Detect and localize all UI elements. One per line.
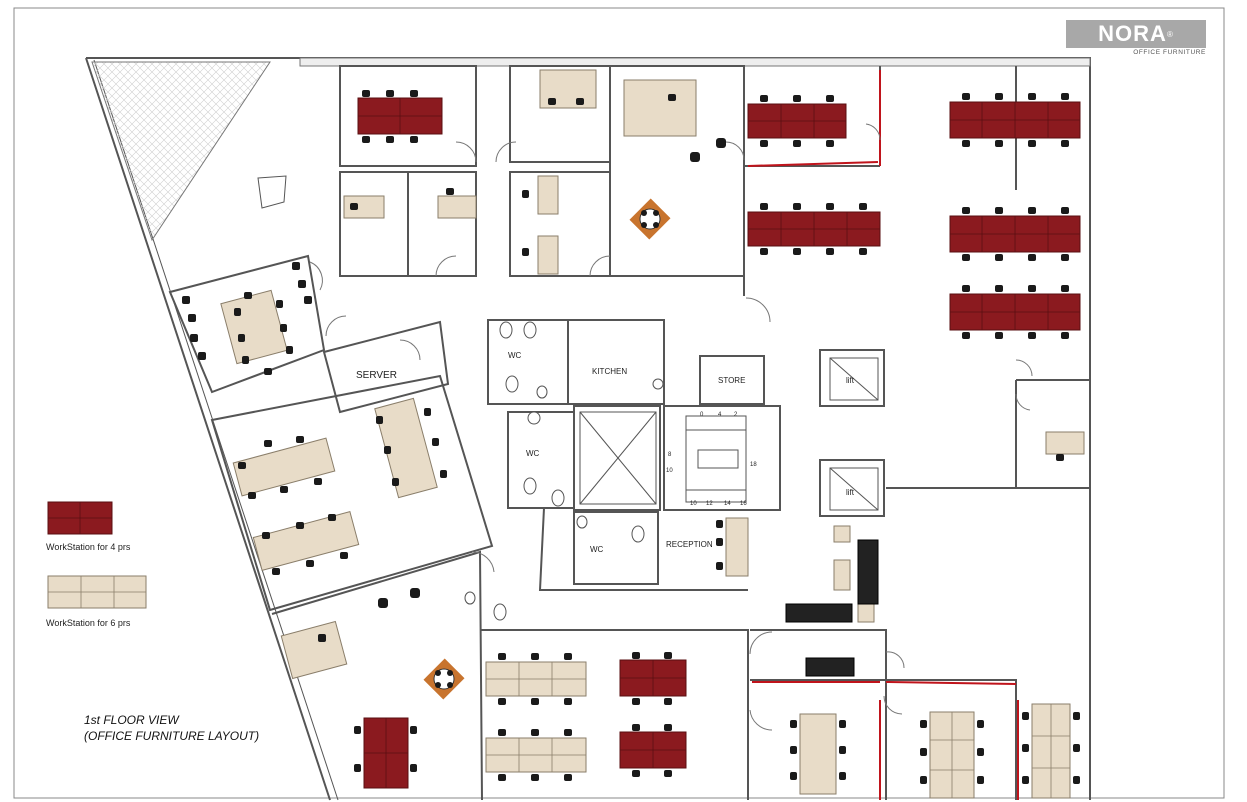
svg-text:WorkStation for 4 prs: WorkStation for 4 prs — [46, 542, 131, 552]
reception-label: RECEPTION — [666, 540, 713, 549]
wc-lower-label: WC — [590, 545, 604, 554]
svg-text:14: 14 — [724, 501, 731, 507]
lift-upper-label: lift — [846, 376, 855, 385]
svg-text:2: 2 — [734, 412, 738, 418]
svg-text:0: 0 — [700, 412, 704, 418]
wc-upper-label: WC — [508, 351, 522, 360]
terrace-hatch — [91, 61, 271, 242]
wc-middle-label: WC — [526, 449, 540, 458]
svg-text:10: 10 — [690, 501, 697, 507]
svg-text:12: 12 — [706, 501, 713, 507]
black-benches — [785, 539, 879, 677]
red-partitions — [747, 70, 1019, 800]
door-swings — [309, 123, 1033, 731]
svg-text:8: 8 — [668, 452, 672, 458]
legend-item-6-person: WorkStation for 6 prs — [46, 575, 147, 628]
registered-mark: ® — [1166, 29, 1174, 39]
chairs — [182, 90, 1080, 784]
plan-title-line-1: 1st FLOOR VIEW — [84, 713, 180, 727]
brand-subtitle: OFFICE FURNITURE — [1133, 49, 1206, 56]
brand-logo: NORA® OFFICE FURNITURE — [1066, 20, 1206, 60]
svg-text:4: 4 — [718, 412, 722, 418]
stair-numbers: 0 4 2 8 10 18 10 12 14 16 — [666, 412, 757, 507]
round-table-upper — [629, 198, 671, 240]
svg-text:WorkStation for 6 prs: WorkStation for 6 prs — [46, 618, 131, 628]
brand-logo-box: NORA® — [1066, 20, 1206, 48]
svg-text:16: 16 — [740, 501, 747, 507]
store-label: STORE — [718, 376, 745, 385]
beige-desk-dividers — [486, 662, 1070, 798]
drawing-frame — [13, 7, 1225, 799]
lift-lower-label: lift — [846, 488, 855, 497]
wc-fixtures — [464, 321, 664, 621]
kitchen-label: KITCHEN — [592, 367, 627, 376]
core-walls — [480, 319, 1017, 800]
plan-title-line-2: (OFFICE FURNITURE LAYOUT) — [84, 729, 259, 743]
server-room-label: SERVER — [356, 370, 397, 381]
legend-item-4-person: WorkStation for 4 prs — [46, 501, 131, 552]
red-desk-dividers — [358, 98, 1080, 788]
legend: WorkStation for 4 prs WorkStation for 6 … — [46, 501, 147, 628]
top-wall-band — [299, 57, 1091, 67]
stair-detail — [579, 357, 879, 511]
brand-name: NORA — [1098, 21, 1167, 46]
left-rooms — [168, 254, 494, 801]
building-outline — [85, 57, 1091, 801]
svg-text:10: 10 — [666, 468, 673, 474]
round-table-lower — [423, 658, 465, 700]
svg-text:18: 18 — [750, 462, 757, 468]
column-marker — [257, 175, 287, 209]
